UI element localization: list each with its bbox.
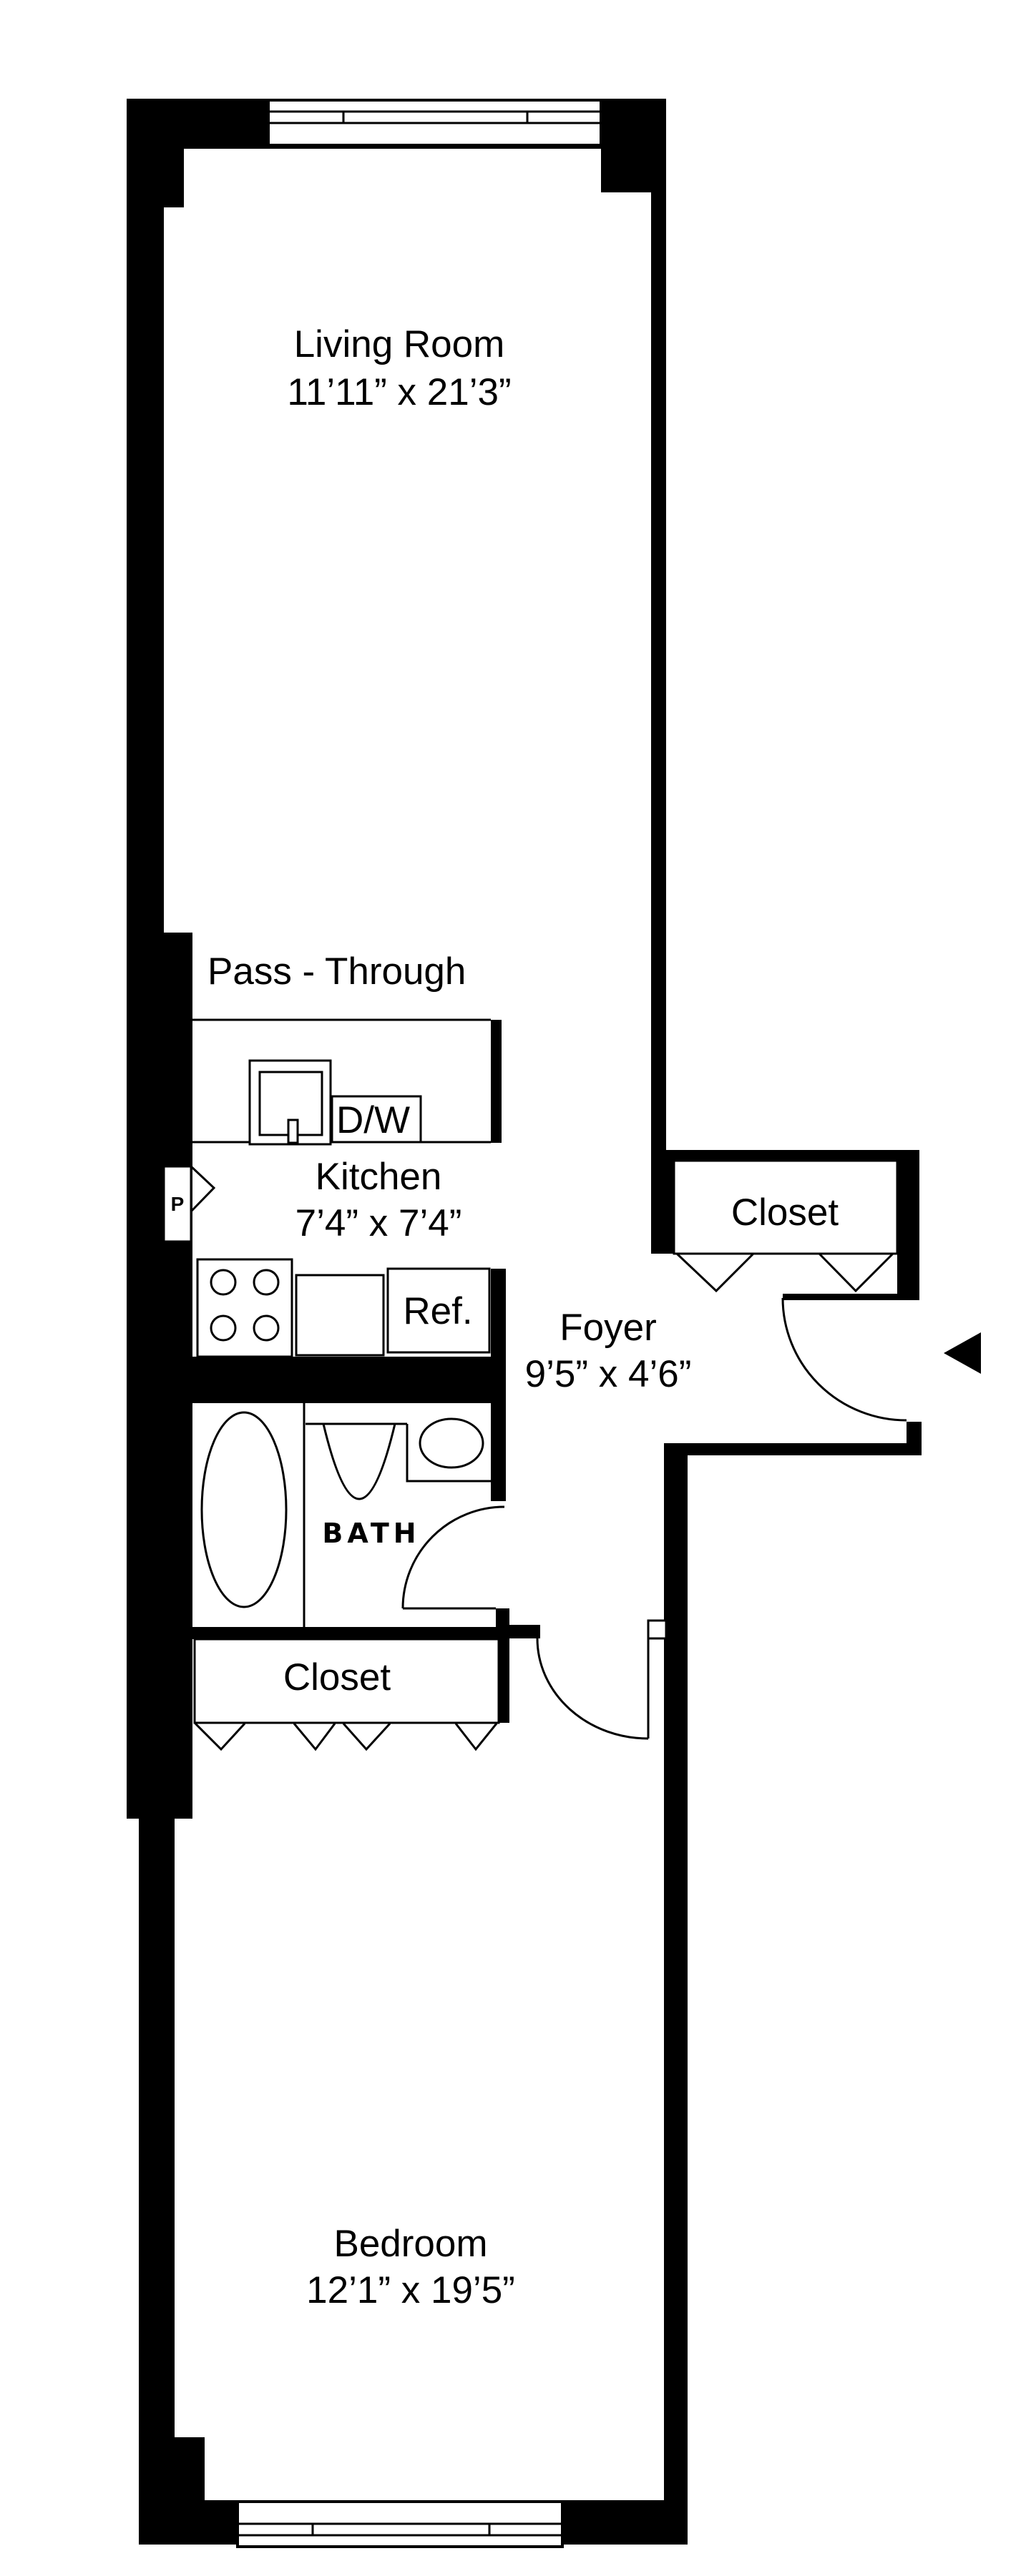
closet-upper-doors xyxy=(675,1252,894,1293)
pantry-label: P xyxy=(171,1193,185,1215)
bedroom-door xyxy=(536,1619,668,1740)
closet-lower-doors xyxy=(194,1722,498,1751)
wall-closet-stub xyxy=(509,1625,540,1638)
closet-lower-label: Closet xyxy=(283,1656,391,1699)
wall-bedroom-left xyxy=(139,1819,175,2545)
bedroom-dims: 12’1” x 19’5” xyxy=(306,2269,515,2311)
dishwasher-label: D/W xyxy=(336,1099,410,1141)
wall-left-thick xyxy=(127,933,192,1819)
wall-closet-lower-right xyxy=(499,1639,509,1723)
wall-bedroom-right xyxy=(664,1443,688,2545)
kitchen-dims: 7’4” x 7’4” xyxy=(295,1202,462,1244)
wall-bath-closet xyxy=(192,1627,509,1639)
wall-closet-left xyxy=(651,1150,674,1254)
bath-sink-icon xyxy=(306,1422,407,1500)
bedroom-label: Bedroom xyxy=(333,2223,487,2265)
wall-closet-top xyxy=(651,1150,919,1161)
refrigerator-label: Ref. xyxy=(403,1290,472,1332)
foyer-dims: 9’5” x 4’6” xyxy=(525,1353,692,1395)
bathtub-icon xyxy=(200,1403,306,1627)
kitchen-counter-section xyxy=(295,1274,385,1357)
foyer-label: Foyer xyxy=(560,1307,656,1349)
living-room-label: Living Room xyxy=(294,323,505,365)
bath-door xyxy=(401,1505,505,1610)
wall-foyer-lower xyxy=(664,1443,922,1455)
living-room-dims: 11’11” x 21’3” xyxy=(287,371,511,413)
closet-upper-box xyxy=(673,1159,899,1255)
closet-lower-box xyxy=(193,1638,500,1724)
kitchen-label: Kitchen xyxy=(316,1156,442,1198)
bath-label: BATH xyxy=(322,1518,420,1549)
entry-door xyxy=(781,1297,907,1422)
toilet-icon xyxy=(406,1417,494,1483)
entry-arrow-icon xyxy=(944,1332,981,1374)
wall-counter-end xyxy=(491,1020,502,1143)
pantry-icon xyxy=(162,1165,216,1243)
wall-kitchen-bath xyxy=(192,1357,506,1403)
refrigerator-icon xyxy=(386,1267,491,1354)
wall-living-right xyxy=(651,99,666,1161)
wall-entry-upper-stub xyxy=(783,1294,919,1300)
closet-upper-label: Closet xyxy=(731,1191,839,1234)
pass-through-label: Pass - Through xyxy=(207,950,466,993)
kitchen-sink-icon xyxy=(248,1059,332,1146)
window-top xyxy=(267,99,602,147)
wall-closet-right xyxy=(897,1150,919,1299)
dishwasher-icon xyxy=(331,1095,422,1144)
window-bottom xyxy=(236,2500,564,2548)
stove-icon xyxy=(196,1258,293,1358)
